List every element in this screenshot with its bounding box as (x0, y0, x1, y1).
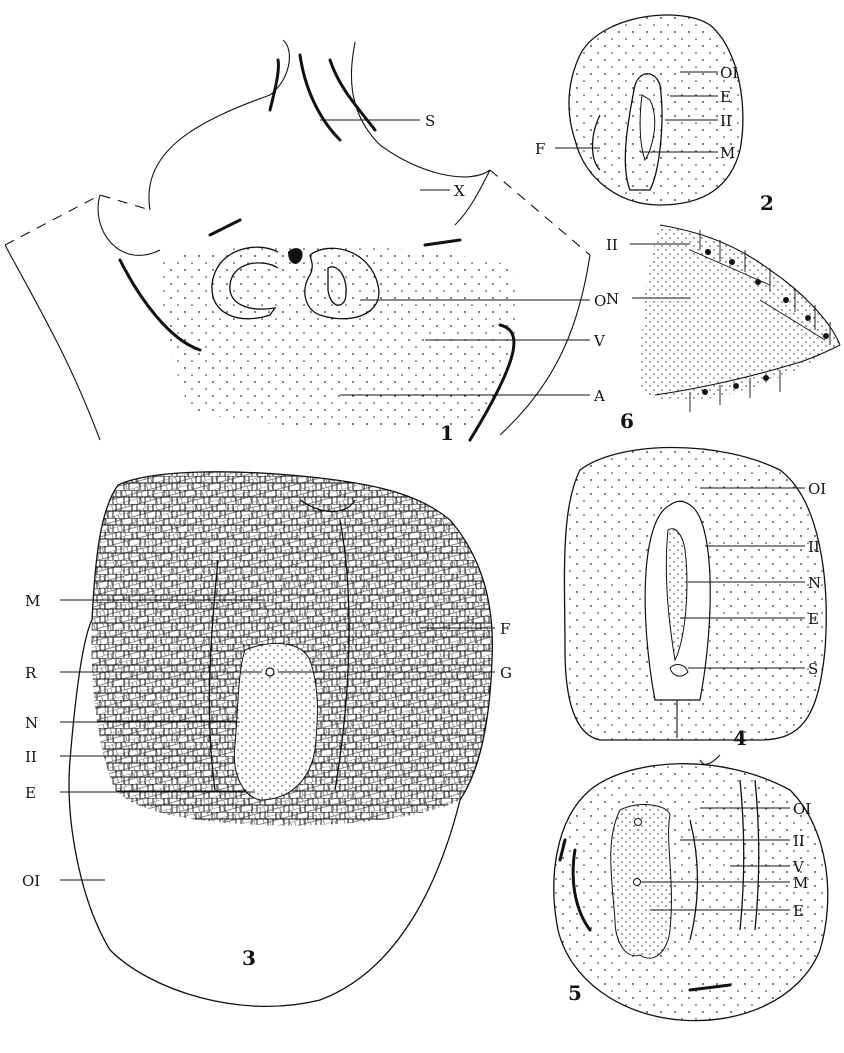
fig3-label-g: G (500, 664, 512, 682)
fig5-label-m: M (793, 874, 808, 892)
fig3-label-oi: OI (22, 872, 40, 890)
fig1-label-a: A (593, 387, 605, 405)
fig3-label-ii: II (25, 748, 37, 766)
fig3-label-f: F (500, 620, 510, 638)
fig3-label-r: R (25, 664, 37, 682)
fig2-label-f: F (535, 140, 545, 158)
fig1-label-s: S (425, 112, 435, 130)
fig5-label-e: E (793, 902, 804, 920)
fig5-label-oi: OI (793, 800, 811, 818)
fig1-label-x: X (454, 182, 465, 200)
fig6-number: 6 (620, 409, 634, 433)
figure-5: OI II V M E 5 (554, 755, 828, 1021)
fig2-label-ii: II (720, 112, 732, 130)
fig4-label-ii: II (808, 538, 820, 556)
figure-2: OI E II F M 2 (535, 15, 774, 215)
fig5-number: 5 (568, 981, 582, 1005)
figure-6: II N 6 (606, 225, 840, 433)
fig2-label-oi: OI (720, 64, 738, 82)
fig4-number: 4 (733, 726, 747, 750)
fig1-label-v: V (593, 332, 606, 350)
figure-4: OI II N E S 4 (564, 448, 826, 751)
fig3-label-e: E (25, 784, 36, 802)
fig6-label-ii: II (606, 236, 618, 254)
fig1-label-o: O (594, 292, 606, 310)
fig2-label-m: M (720, 144, 735, 162)
fig3-label-n: N (25, 714, 38, 732)
fig3-number: 3 (242, 946, 256, 970)
fig4-label-oi: OI (808, 480, 826, 498)
fig6-label-n: N (606, 290, 619, 308)
fig1-number: 1 (440, 421, 454, 445)
fig4-label-e: E (808, 610, 819, 628)
fig4-label-n: N (808, 574, 821, 592)
figure-3: M F R G N II E OI 3 (22, 465, 512, 1006)
fig2-number: 2 (760, 191, 774, 215)
fig2-label-e: E (720, 88, 731, 106)
figure-1: S X O V A 1 (5, 40, 606, 445)
fig4-label-s: S (808, 660, 818, 678)
fig5-label-ii: II (793, 832, 805, 850)
fig3-label-m: M (25, 592, 40, 610)
